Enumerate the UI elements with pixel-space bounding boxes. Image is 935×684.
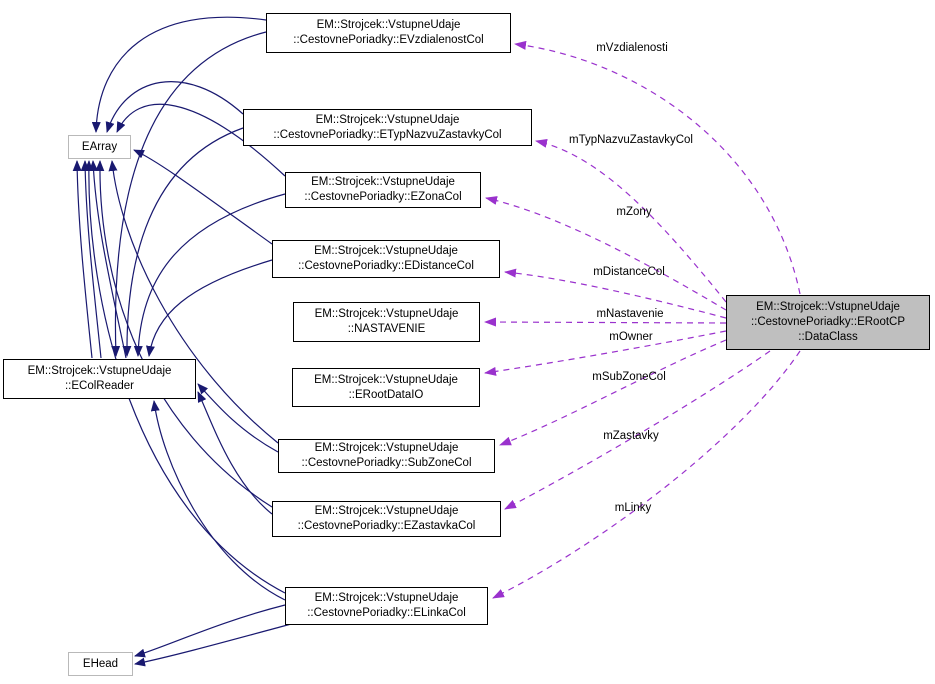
node-ezonacol-line2: ::CestovnePoriadky::EZonaCol: [304, 191, 462, 203]
node-elinkacol[interactable]: EM::Strojcek::VstupneUdaje ::CestovnePor…: [285, 587, 488, 625]
node-evzdialenostcol-line1: EM::Strojcek::VstupneUdaje: [316, 19, 461, 31]
node-erootdataio[interactable]: EM::Strojcek::VstupneUdaje ::ERootDataIO: [292, 368, 480, 407]
node-erootdataio-line1: EM::Strojcek::VstupneUdaje: [314, 373, 458, 386]
node-ecolreader-line1: EM::Strojcek::VstupneUdaje: [27, 365, 172, 377]
edge-label-mdistancecol: mDistanceCol: [593, 266, 665, 278]
node-dataclass-line2: ::CestovnePoriadky::ERootCP: [750, 316, 906, 328]
node-etypnazvuzastavkycol-line2: ::CestovnePoriadky::ETypNazvuZastavkyCol: [273, 128, 502, 141]
node-evzdialenostcol[interactable]: EM::Strojcek::VstupneUdaje ::CestovnePor…: [266, 13, 511, 53]
node-edistancecol-line2: ::CestovnePoriadky::EDistanceCol: [298, 260, 474, 272]
node-dataclass-line1: EM::Strojcek::VstupneUdaje: [756, 301, 900, 313]
edge-label-mzony: mZony: [616, 206, 652, 218]
edge-label-mnastavenie: mNastavenie: [596, 308, 664, 320]
node-evzdialenostcol-line2: ::CestovnePoriadky::EVzdialenostCol: [293, 34, 484, 46]
node-ehead-label: EHead: [82, 657, 119, 670]
node-ezastavkacol[interactable]: EM::Strojcek::VstupneUdaje ::CestovnePor…: [272, 501, 501, 537]
node-erootdataio-line2: ::ERootDataIO: [348, 388, 424, 401]
node-etypnazvuzastavkycol[interactable]: EM::Strojcek::VstupneUdaje ::CestovnePor…: [243, 109, 532, 146]
node-elinkacol-line2: ::CestovnePoriadky::ELinkaCol: [307, 607, 466, 619]
node-ezonacol[interactable]: EM::Strojcek::VstupneUdaje ::CestovnePor…: [285, 172, 481, 208]
node-nastavenie[interactable]: EM::Strojcek::VstupneUdaje ::NASTAVENIE: [293, 302, 480, 342]
node-dataclass-line3: ::DataClass: [798, 331, 858, 343]
node-earray[interactable]: EArray: [68, 135, 131, 159]
node-ehead[interactable]: EHead: [68, 652, 133, 676]
node-subzonecol-line2: ::CestovnePoriadky::SubZoneCol: [301, 457, 472, 469]
node-edistancecol[interactable]: EM::Strojcek::VstupneUdaje ::CestovnePor…: [272, 240, 500, 278]
edge-label-mowner: mOwner: [609, 331, 653, 343]
node-earray-label: EArray: [81, 140, 118, 153]
node-ecolreader[interactable]: EM::Strojcek::VstupneUdaje ::EColReader: [3, 359, 196, 399]
edge-label-msubzonecol: mSubZoneCol: [592, 371, 666, 383]
node-subzonecol[interactable]: EM::Strojcek::VstupneUdaje ::CestovnePor…: [278, 439, 495, 473]
edge-label-mlinky: mLinky: [614, 502, 652, 514]
node-ezastavkacol-line2: ::CestovnePoriadky::EZastavkaCol: [297, 520, 476, 532]
node-nastavenie-line2: ::NASTAVENIE: [347, 323, 426, 335]
node-dataclass-current: EM::Strojcek::VstupneUdaje ::CestovnePor…: [726, 295, 930, 350]
node-elinkacol-line1: EM::Strojcek::VstupneUdaje: [314, 592, 459, 604]
node-ezonacol-line1: EM::Strojcek::VstupneUdaje: [311, 176, 455, 188]
node-subzonecol-line1: EM::Strojcek::VstupneUdaje: [314, 442, 459, 454]
edge-label-mvzdialenosti: mVzdialenosti: [596, 42, 668, 54]
node-ezastavkacol-line1: EM::Strojcek::VstupneUdaje: [314, 505, 459, 517]
node-ecolreader-line2: ::EColReader: [64, 380, 135, 392]
node-edistancecol-line1: EM::Strojcek::VstupneUdaje: [314, 245, 458, 257]
edge-label-mzastavky: mZastavky: [603, 430, 659, 442]
edge-label-mtypnazvuzastavkycol: mTypNazvuZastavkyCol: [569, 134, 693, 146]
node-etypnazvuzastavkycol-line1: EM::Strojcek::VstupneUdaje: [315, 113, 460, 126]
node-nastavenie-line1: EM::Strojcek::VstupneUdaje: [314, 308, 459, 320]
